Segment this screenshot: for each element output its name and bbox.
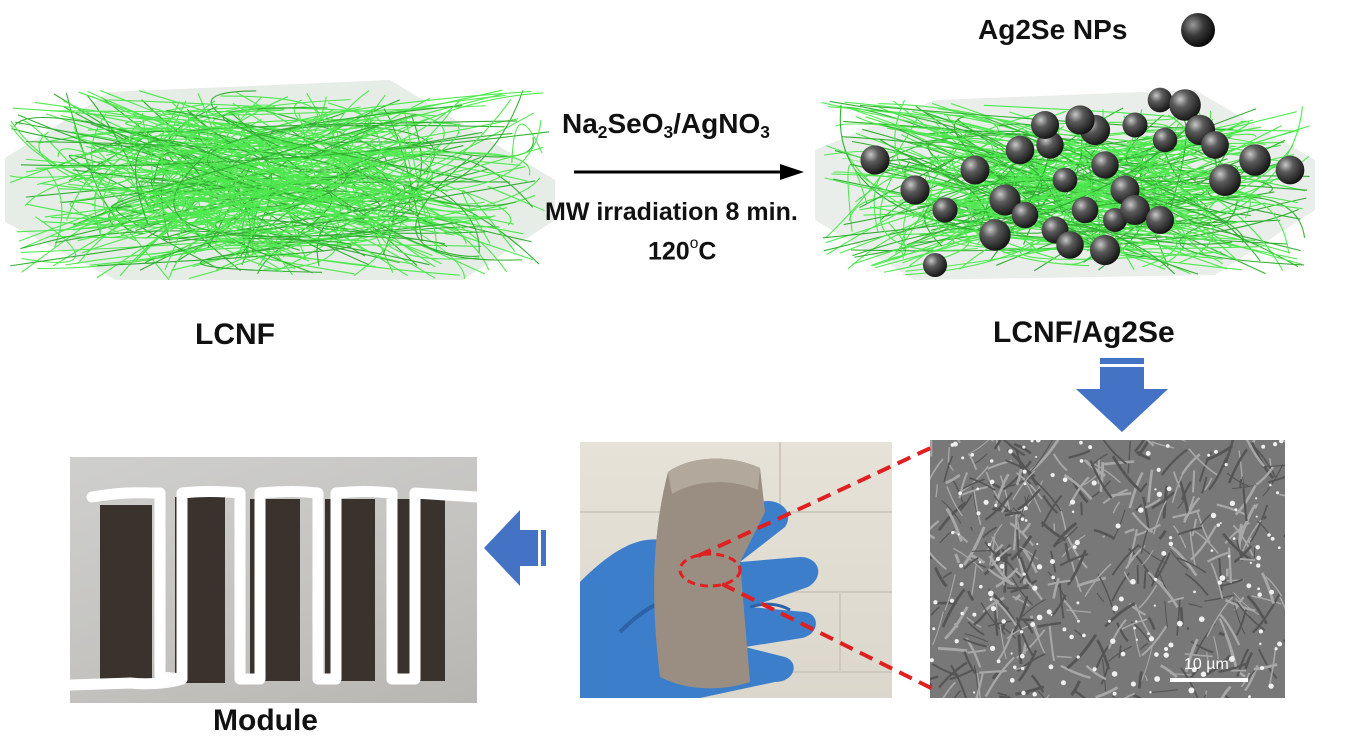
left-arrow-icon xyxy=(484,510,546,586)
flexible-film-photo xyxy=(580,442,892,698)
lcnf-label: LCNF xyxy=(195,318,275,351)
reaction-temperature: 120oC xyxy=(648,235,717,266)
module-photo xyxy=(70,457,477,703)
lcnf-ag2se-composite xyxy=(815,87,1315,280)
scale-bar-label: 10 µm xyxy=(1184,656,1229,673)
sem-micrograph: 10 µm xyxy=(930,440,1285,698)
down-arrow-icon xyxy=(1076,358,1168,432)
module-label: Module xyxy=(213,704,318,737)
reaction-reagents: Na2SeO3/AgNO3 xyxy=(562,108,770,143)
lcnf-fiber-mat xyxy=(5,80,555,280)
sphere-icon xyxy=(1181,13,1215,47)
reaction-arrow xyxy=(574,164,804,180)
ag2se-nps-label: Ag2Se NPs xyxy=(978,14,1128,45)
reaction-conditions: MW irradiation 8 min. xyxy=(545,198,798,226)
lcnf-ag2se-label: LCNF/Ag2Se xyxy=(993,316,1175,349)
